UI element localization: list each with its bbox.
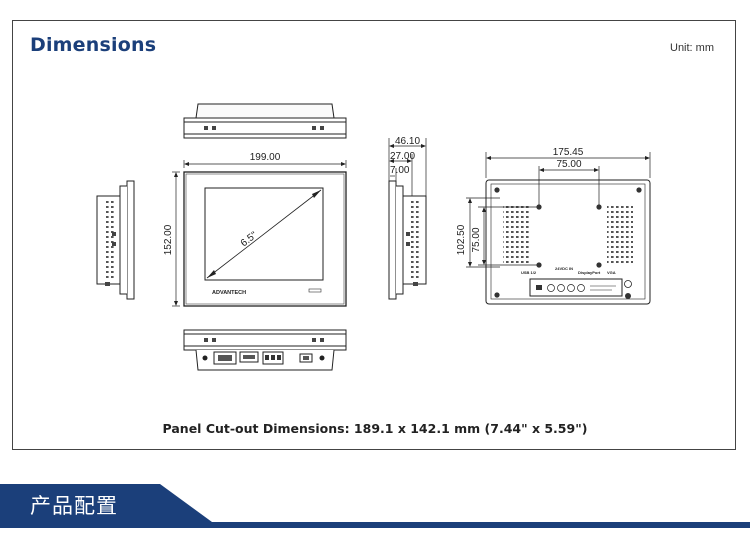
front-height-dimension-line xyxy=(172,171,180,307)
unit-label: Unit: mm xyxy=(670,42,714,54)
rear-power-label: 24VDC IN xyxy=(555,266,573,271)
rear-usb-label: USB 1/2 xyxy=(521,270,537,275)
side-depth-label: 46.10 xyxy=(395,136,420,147)
top-view xyxy=(183,103,347,139)
front-width-label: 199.00 xyxy=(250,152,281,163)
section-title: Dimensions xyxy=(30,34,157,56)
front-width-dimension-line xyxy=(183,160,347,168)
side-depth-dimension-lines xyxy=(388,138,427,196)
rear-width-label: 175.45 xyxy=(553,147,584,158)
rear-mount-height-label: 75.00 xyxy=(471,227,482,252)
side-bezel-label: 7.00 xyxy=(390,165,410,176)
front-view xyxy=(183,171,347,307)
left-side-view xyxy=(96,180,135,300)
bottom-view xyxy=(183,329,347,371)
footer-title: 产品配置 xyxy=(30,494,118,518)
rear-height-label: 102.50 xyxy=(456,224,467,255)
rear-displayport-label: DisplayPort xyxy=(578,270,601,275)
rear-mount-width-label: 75.00 xyxy=(556,159,581,170)
right-side-view xyxy=(388,180,427,300)
rear-dimension-lines xyxy=(466,152,651,268)
side-depth-inner-label: 27.00 xyxy=(390,151,415,162)
cutout-caption: Panel Cut-out Dimensions: 189.1 x 142.1 … xyxy=(162,421,588,436)
brand-logo: ADVANTECH xyxy=(212,290,246,296)
rear-vga-label: VGA xyxy=(607,270,616,275)
footer-band xyxy=(0,484,750,528)
rear-view xyxy=(485,179,651,305)
front-height-label: 152.00 xyxy=(163,224,174,255)
